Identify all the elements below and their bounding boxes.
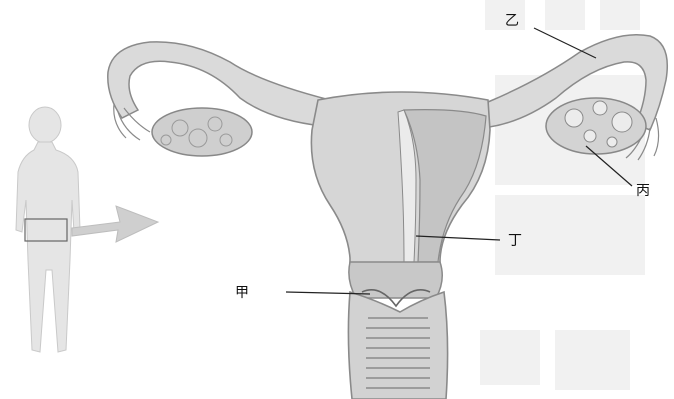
label-yi: 乙 [505, 14, 519, 28]
leader-yi [534, 28, 596, 58]
left-ovary [152, 108, 252, 156]
label-ding: 丁 [508, 234, 522, 248]
vagina [348, 292, 447, 399]
person-silhouette [16, 107, 80, 352]
label-bing: 丙 [636, 184, 650, 198]
cervix [349, 262, 442, 298]
label-jia: 甲 [235, 286, 249, 300]
pointer-arrow [72, 206, 158, 242]
